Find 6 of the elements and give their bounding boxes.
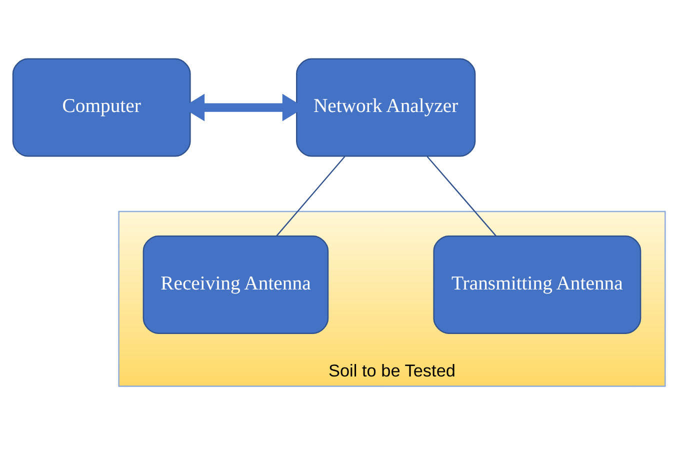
connector <box>426 156 496 236</box>
node-box: Transmitting Antenna <box>433 236 642 334</box>
connector <box>276 156 346 236</box>
node-box: Network Analyzer <box>296 58 476 157</box>
node-box: Computer <box>12 58 191 157</box>
node-box: Receiving Antenna <box>142 236 329 334</box>
